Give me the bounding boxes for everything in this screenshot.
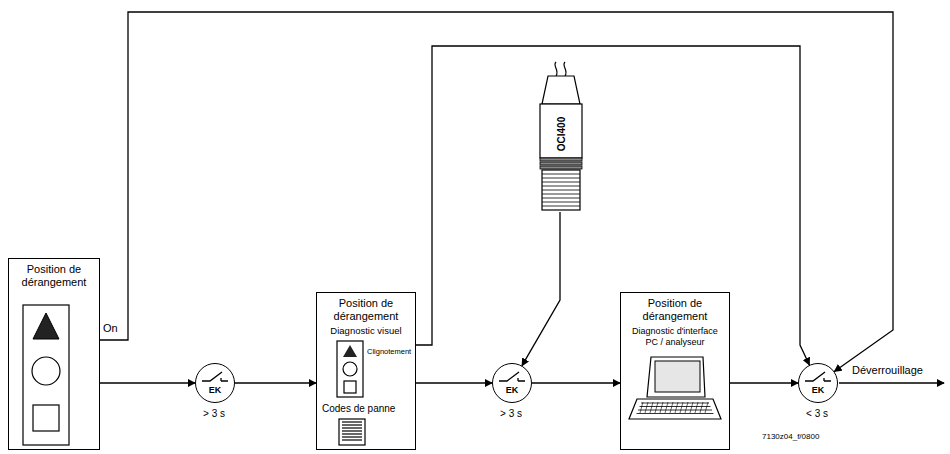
box-heading: Position de dérangement [624, 297, 726, 323]
optical-interface: OCI400 [532, 62, 590, 212]
state-note: On [103, 322, 118, 334]
fault-state-box: Position de dérangement [8, 258, 100, 450]
flow-connector [235, 382, 316, 383]
flow-connector [532, 382, 620, 383]
flow-connector [416, 382, 492, 383]
reset-button: EK< 3 s [798, 363, 838, 403]
illustration [799, 364, 836, 401]
flow-connector [730, 382, 798, 383]
switch-symbol [202, 372, 228, 381]
box-heading: Position de dérangement [12, 263, 96, 289]
switch-symbol [499, 372, 525, 381]
alarm-lamp [33, 313, 59, 339]
button-label: EK [493, 364, 531, 395]
illustration [493, 364, 530, 401]
laptop [629, 357, 721, 419]
indicator-panel [23, 305, 69, 445]
lamp [32, 357, 60, 385]
lamp [343, 362, 357, 376]
exit-arrow [839, 382, 944, 383]
action-label: Déverrouillage [852, 364, 923, 376]
switch-symbol [805, 372, 831, 381]
reset-button: EK> 3 s [492, 363, 532, 403]
press-time: > 3 s [471, 408, 551, 420]
code-sheet [339, 419, 365, 445]
lamp [344, 381, 356, 393]
reset-button: EK> 3 s [195, 363, 235, 403]
box-heading: Position de dérangement [320, 297, 412, 323]
alarm-lamp [343, 345, 357, 357]
flow-connector [100, 382, 195, 383]
illustration [196, 364, 233, 401]
fault-codes-label: Codes de panne [322, 403, 395, 415]
button-label: EK [799, 364, 837, 395]
press-time: > 3 s [174, 408, 254, 420]
flow-connector [416, 46, 809, 365]
optical-head-drawing [540, 62, 582, 210]
mode-label: Diagnostic visuel [317, 325, 415, 336]
mode-label: Diagnostic d'interface PC / analyseur [625, 326, 725, 348]
flow-connector [100, 12, 893, 371]
fault-state-box: Position de dérangementDiagnostic d'inte… [620, 292, 730, 450]
figure-reference: 7130z04_f/0800 [762, 432, 819, 441]
blink-note: Clignotement [367, 347, 411, 356]
lamp [33, 405, 59, 431]
button-label: EK [196, 364, 234, 395]
device-name: OCI400 [556, 117, 567, 151]
flow-connector [522, 212, 560, 366]
fault-state-box: Position de dérangementDiagnostic visuel… [316, 292, 416, 450]
press-time: < 3 s [777, 408, 857, 420]
indicator-panel [337, 341, 363, 397]
